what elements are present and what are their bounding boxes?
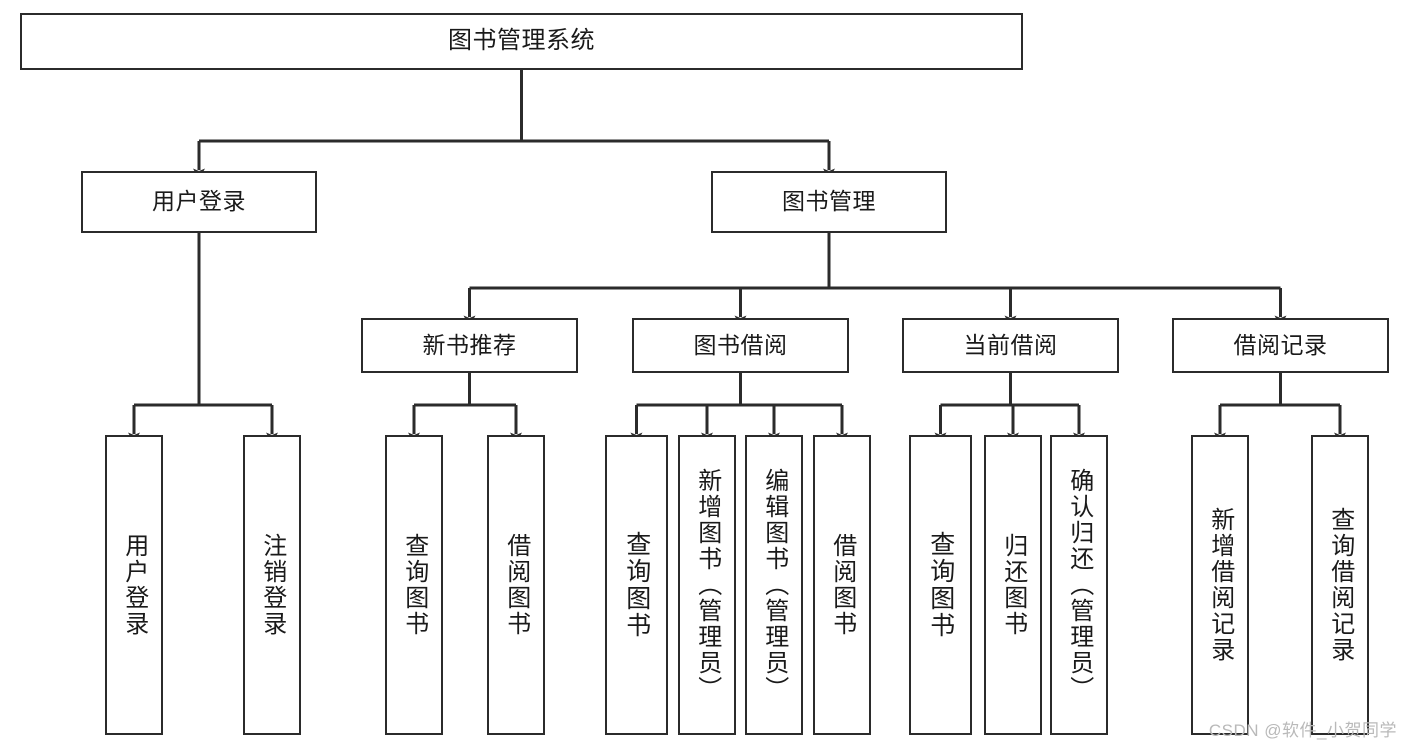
watermark-text: CSDN @软件_小贺同学 (1208, 721, 1397, 740)
node-newbook[interactable]: 新书推荐 (361, 318, 578, 373)
node-current[interactable]: 当前借阅 (902, 318, 1119, 373)
node-login[interactable]: 用户登录 (81, 171, 317, 233)
node-bookmgmt[interactable]: 图书管理 (711, 171, 947, 233)
node-label: 新增图书（管理员） (693, 468, 721, 702)
node-leaf-3[interactable]: 查询图书 (385, 435, 443, 735)
node-label: 编辑图书（管理员） (760, 468, 788, 702)
node-leaf-6[interactable]: 新增图书（管理员） (678, 435, 736, 735)
node-leaf-10[interactable]: 归还图书 (984, 435, 1042, 735)
node-label: 借阅记录 (1233, 331, 1328, 358)
node-label: 新增借阅记录 (1206, 507, 1234, 663)
node-label: 查询图书 (400, 533, 428, 637)
node-records[interactable]: 借阅记录 (1172, 318, 1389, 373)
node-label: 借阅图书 (828, 533, 856, 637)
node-leaf-12[interactable]: 新增借阅记录 (1191, 435, 1249, 735)
node-root[interactable]: 图书管理系统 (20, 13, 1023, 70)
node-leaf-2[interactable]: 注销登录 (243, 435, 301, 735)
node-label: 查询图书 (622, 531, 651, 639)
node-label: 用户登录 (120, 533, 148, 637)
node-label: 借阅图书 (502, 533, 530, 637)
node-label: 用户登录 (152, 188, 246, 215)
node-label: 新书推荐 (422, 331, 517, 358)
node-label: 图书借阅 (693, 331, 788, 358)
node-leaf-13[interactable]: 查询借阅记录 (1311, 435, 1369, 735)
node-label: 查询借阅记录 (1326, 507, 1354, 663)
node-label: 图书管理系统 (448, 27, 595, 55)
node-label: 查询图书 (926, 531, 955, 639)
node-borrow[interactable]: 图书借阅 (632, 318, 849, 373)
node-leaf-9[interactable]: 查询图书 (909, 435, 972, 735)
node-leaf-8[interactable]: 借阅图书 (813, 435, 871, 735)
node-leaf-1[interactable]: 用户登录 (105, 435, 163, 735)
node-leaf-11[interactable]: 确认归还（管理员） (1050, 435, 1108, 735)
node-leaf-7[interactable]: 编辑图书（管理员） (745, 435, 803, 735)
node-leaf-4[interactable]: 借阅图书 (487, 435, 545, 735)
node-label: 图书管理 (782, 188, 876, 215)
node-label: 注销登录 (258, 533, 286, 637)
node-label: 确认归还（管理员） (1065, 468, 1093, 702)
node-leaf-5[interactable]: 查询图书 (605, 435, 668, 735)
node-label: 归还图书 (999, 533, 1027, 637)
node-label: 当前借阅 (963, 331, 1058, 358)
